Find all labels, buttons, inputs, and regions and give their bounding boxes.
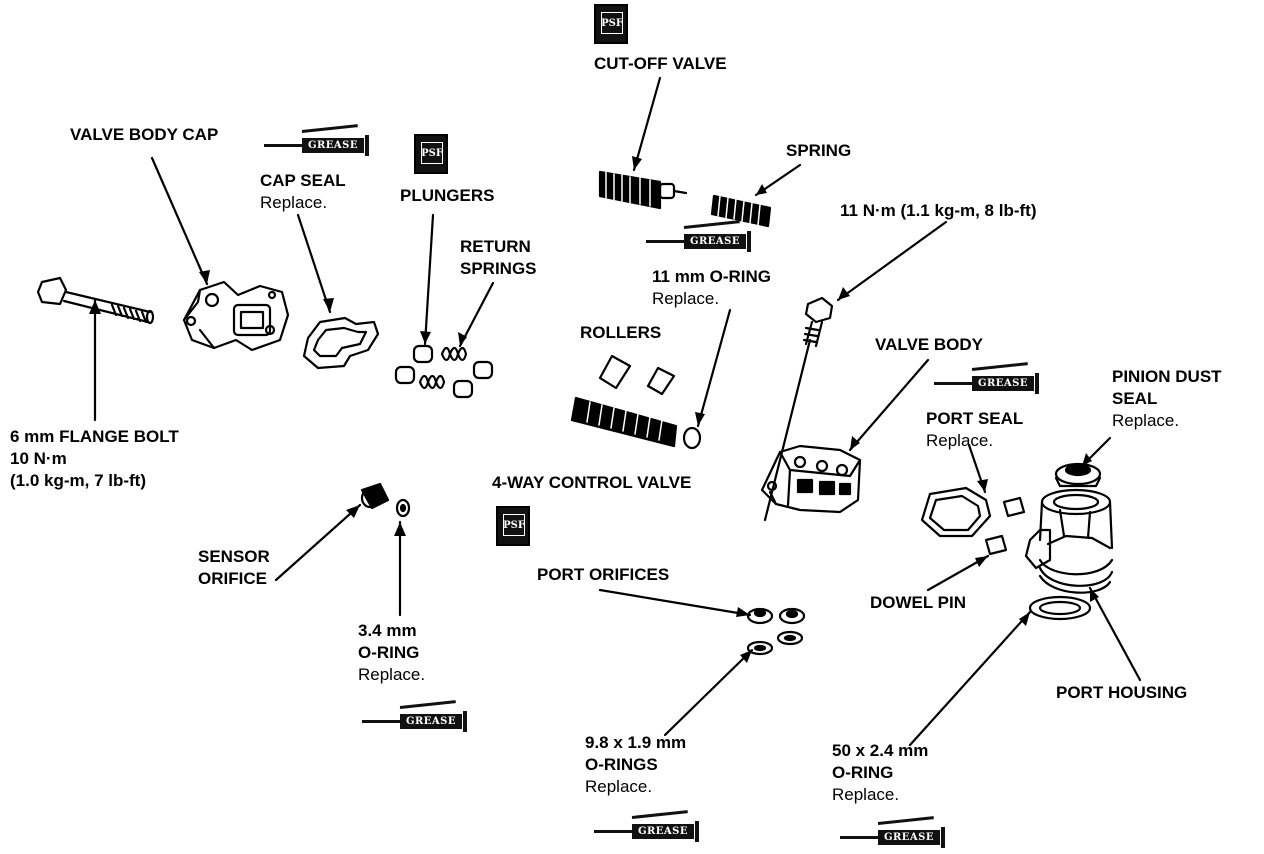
grease-label: GREASE xyxy=(632,824,694,839)
label-spring: SPRING xyxy=(786,141,852,160)
valve-body-bolt xyxy=(802,296,834,348)
flange-bolt xyxy=(36,276,155,325)
port-housing xyxy=(1024,488,1114,594)
label-pinion-dust-seal: PINION DUST SEAL Replace. xyxy=(1112,367,1222,430)
label-return-springs: RETURN SPRINGS xyxy=(460,237,537,278)
label-o-ring-50mm: 50 x 2.4 mm O-RING Replace. xyxy=(832,741,929,804)
label-valve-body-cap: VALVE BODY CAP xyxy=(70,125,219,144)
grease-label: GREASE xyxy=(878,830,940,845)
grease-symbol: GREASE xyxy=(592,810,702,846)
grease-symbol: GREASE xyxy=(360,700,470,736)
label-valve-body: VALVE BODY xyxy=(875,335,983,354)
psf-label: PSF xyxy=(421,142,443,164)
label-o-ring-3-4mm: 3.4 mm O-RING Replace. xyxy=(358,621,426,684)
label-cut-off-valve: CUT-OFF VALVE xyxy=(594,54,727,73)
four-way-control-valve xyxy=(570,396,702,450)
psf-symbol: PSF xyxy=(496,506,530,546)
dowel-pins xyxy=(984,496,1026,556)
label-rollers: ROLLERS xyxy=(580,323,662,342)
label-o-rings-9-8mm: 9.8 x 1.9 mm O-RINGS Replace. xyxy=(585,733,687,796)
plungers-and-springs xyxy=(394,344,494,399)
grease-symbol: GREASE xyxy=(644,220,754,256)
spring xyxy=(710,194,772,228)
label-o-ring-11mm: 11 mm O-RING Replace. xyxy=(652,267,772,308)
label-sensor-orifice: SENSOR ORIFICE xyxy=(198,547,270,588)
port-seal xyxy=(920,486,992,538)
grease-symbol: GREASE xyxy=(838,816,948,852)
grease-label: GREASE xyxy=(972,376,1034,391)
label-cap-seal: CAP SEAL Replace. xyxy=(260,171,346,212)
grease-symbol: GREASE xyxy=(262,124,372,160)
o-ring-50mm xyxy=(1028,595,1092,621)
grease-label: GREASE xyxy=(302,138,364,153)
valve-body-cap xyxy=(182,280,290,352)
valve-body xyxy=(760,444,862,514)
grease-label: GREASE xyxy=(400,714,462,729)
label-torque-11: 11 N·m (1.1 kg-m, 8 lb-ft) xyxy=(840,201,1037,220)
label-4-way-control-valve: 4-WAY CONTROL VALVE xyxy=(492,473,692,492)
pinion-dust-seal xyxy=(1054,462,1102,488)
psf-label: PSF xyxy=(601,12,623,34)
grease-label: GREASE xyxy=(684,234,746,249)
psf-symbol: PSF xyxy=(594,4,628,44)
label-dowel-pin: DOWEL PIN xyxy=(870,593,967,612)
label-port-housing: PORT HOUSING xyxy=(1056,683,1188,702)
label-plungers: PLUNGERS xyxy=(400,186,495,205)
grease-symbol: GREASE xyxy=(932,362,1042,398)
label-flange-bolt: 6 mm FLANGE BOLT 10 N·m (1.0 kg-m, 7 lb-… xyxy=(10,427,179,490)
cap-seal xyxy=(302,316,380,370)
psf-symbol: PSF xyxy=(414,134,448,174)
rollers xyxy=(598,354,676,396)
psf-label: PSF xyxy=(503,514,525,536)
cut-off-valve xyxy=(598,170,688,210)
label-port-orifices: PORT ORIFICES xyxy=(537,565,670,584)
label-port-seal: PORT SEAL Replace. xyxy=(926,409,1024,450)
port-orifices xyxy=(746,607,806,656)
leader-lines xyxy=(93,76,1142,747)
sensor-orifice xyxy=(360,482,411,518)
